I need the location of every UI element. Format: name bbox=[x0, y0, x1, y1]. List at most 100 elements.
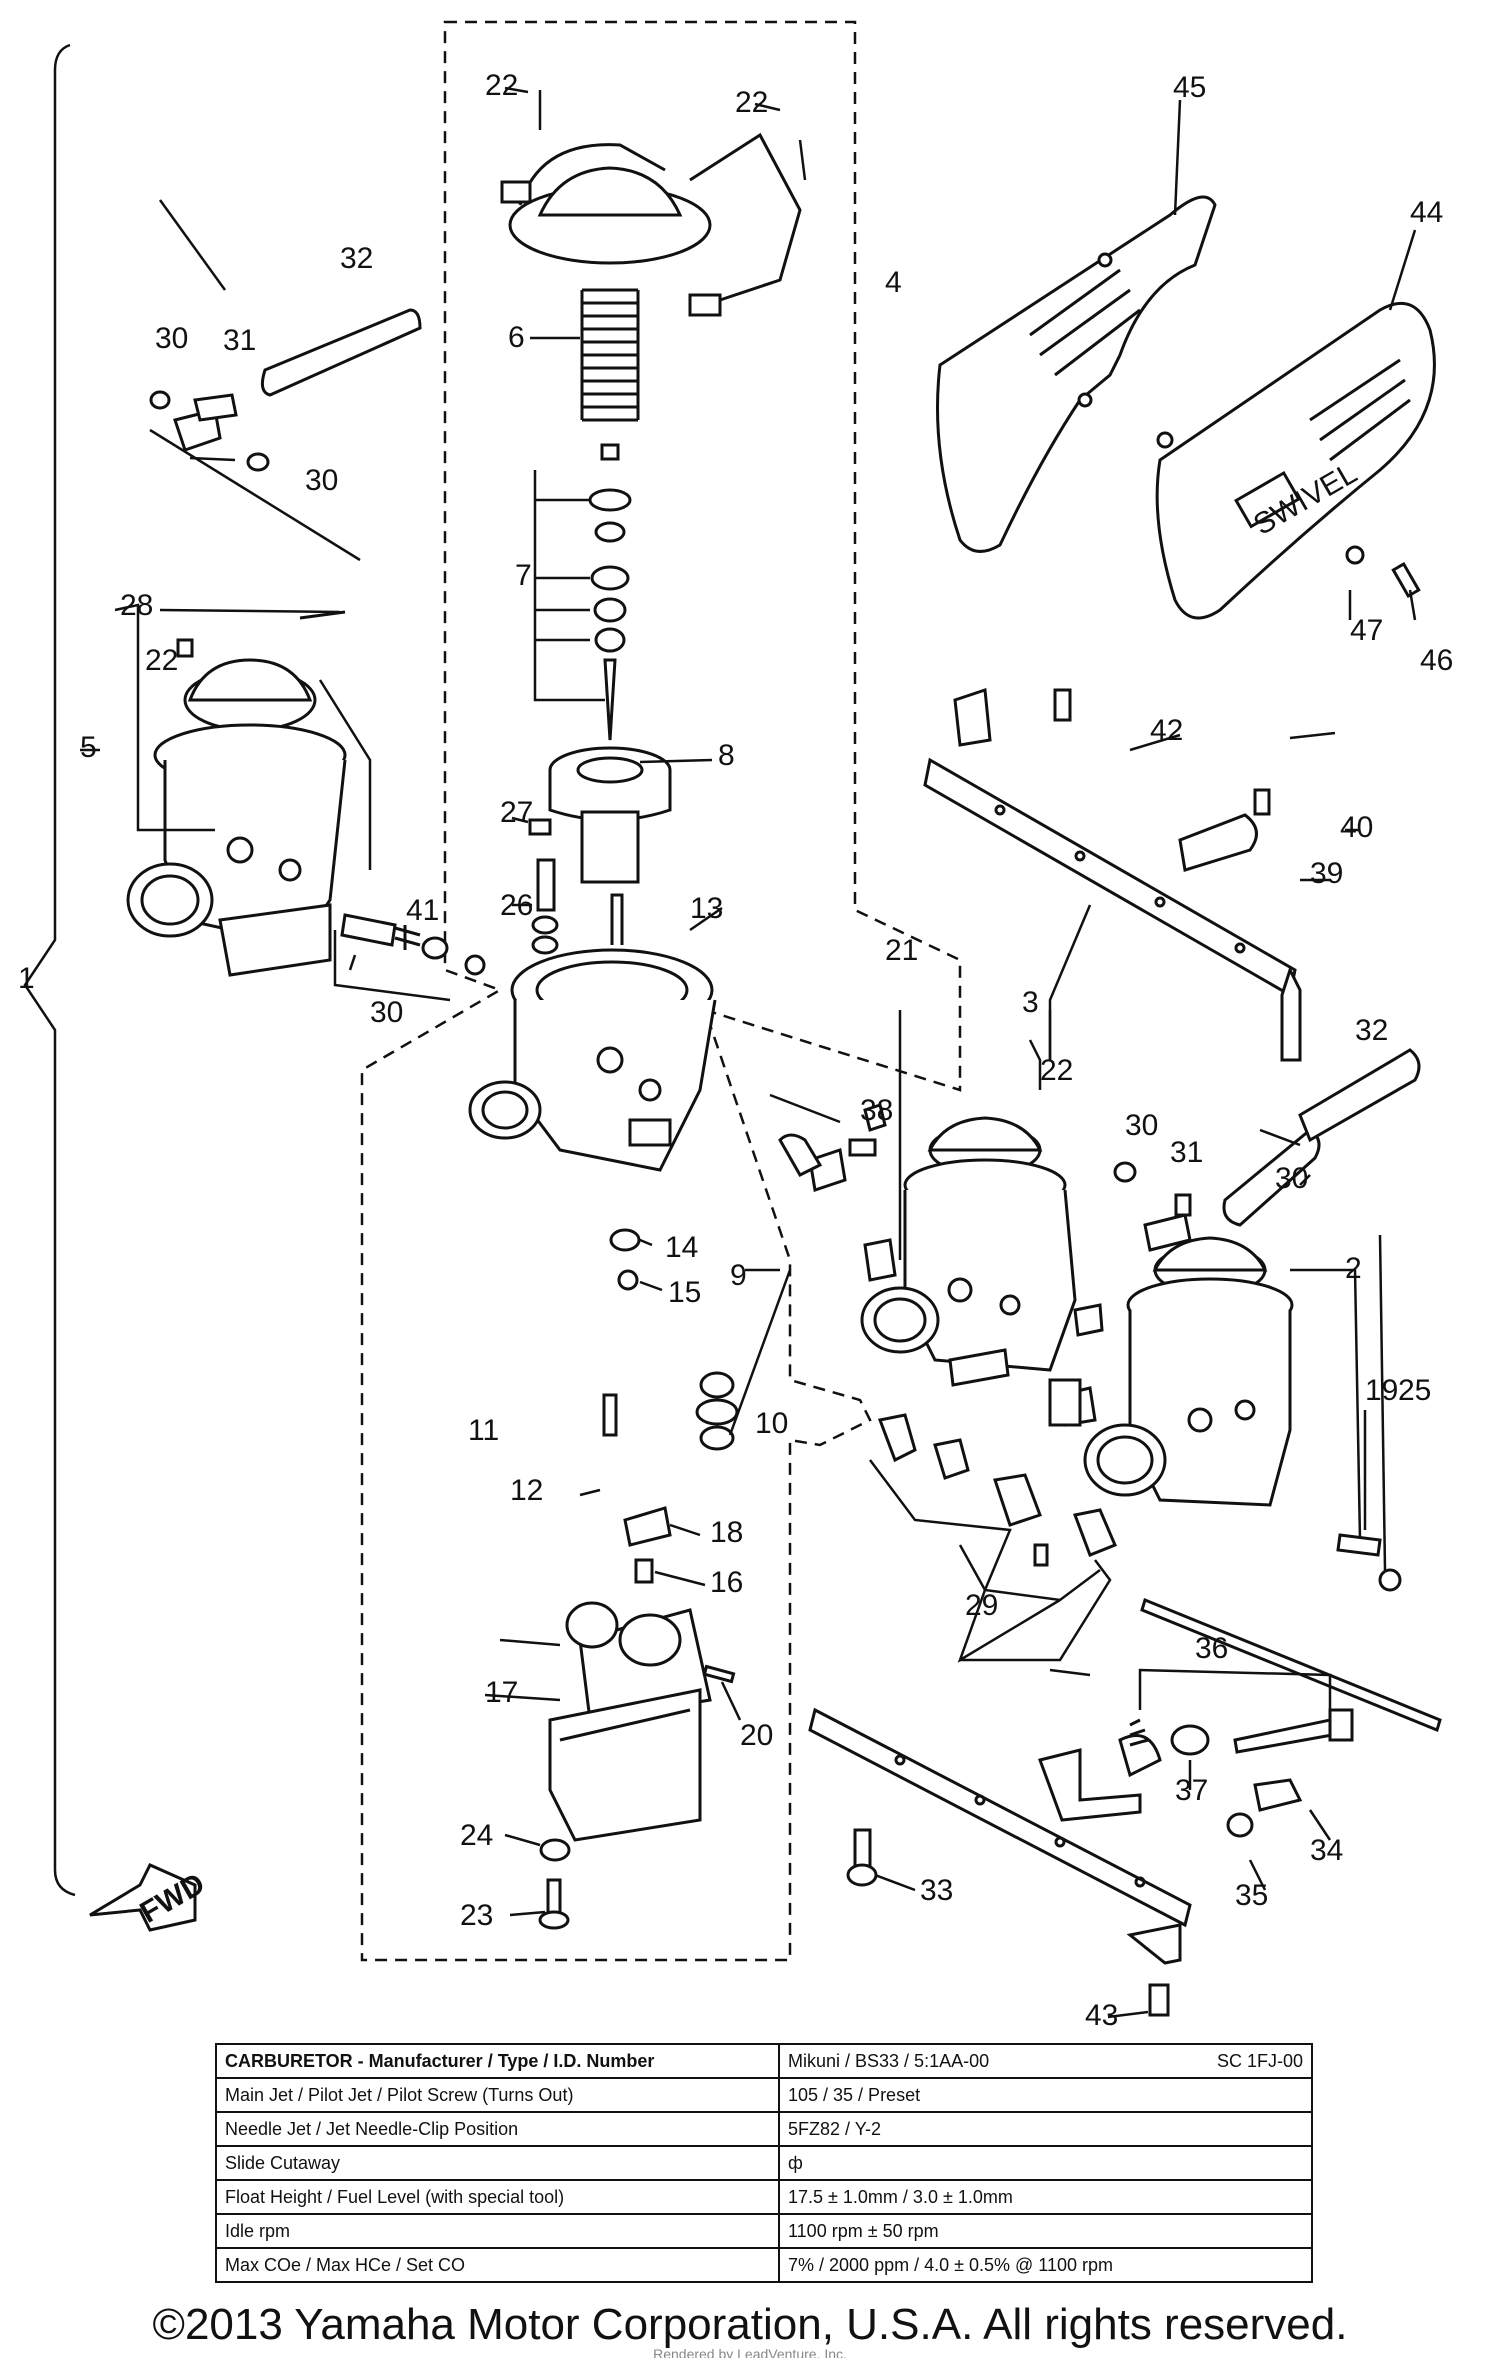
spec-header-label: CARBURETOR - Manufacturer / Type / I.D. … bbox=[215, 2043, 780, 2079]
callout-32: 32 bbox=[340, 242, 373, 275]
callout-18: 18 bbox=[710, 1516, 743, 1549]
right-carb-3 bbox=[860, 1010, 1104, 1387]
callout-38: 38 bbox=[860, 1094, 893, 1127]
shaft-and-bolts bbox=[1140, 1533, 1442, 1733]
link-plate-upper bbox=[923, 687, 1302, 1062]
callout-25: 25 bbox=[1398, 1374, 1431, 1407]
spec-header-value-cell: Mikuni / BS33 / 5:1AA-00 SC 1FJ-00 bbox=[778, 2043, 1313, 2079]
callout-30: 30 bbox=[305, 464, 338, 497]
callout-45: 45 bbox=[1173, 71, 1206, 104]
callout-47: 47 bbox=[1350, 614, 1383, 647]
callout-14: 14 bbox=[665, 1231, 698, 1264]
callout-27: 27 bbox=[500, 796, 533, 829]
callout-30: 30 bbox=[370, 996, 403, 1029]
fuel-joint-41 bbox=[333, 913, 486, 1002]
spec-value: ф bbox=[778, 2145, 1313, 2181]
callout-29: 29 bbox=[965, 1589, 998, 1622]
callout-39: 39 bbox=[1310, 857, 1343, 890]
callout-1: 1 bbox=[18, 962, 35, 995]
callout-30: 30 bbox=[155, 322, 188, 355]
callout-40: 40 bbox=[1340, 811, 1373, 844]
throttle-cover-45 bbox=[936, 195, 1217, 553]
callout-22: 22 bbox=[485, 69, 518, 102]
callout-19: 19 bbox=[1365, 1374, 1398, 1407]
callout-22: 22 bbox=[735, 86, 768, 119]
exploded-view-outline bbox=[360, 20, 962, 1962]
callout-31: 31 bbox=[223, 324, 256, 357]
throttle-cover-44: SWIVEL bbox=[1155, 301, 1436, 620]
callout-16: 16 bbox=[710, 1566, 743, 1599]
link-plate-lower bbox=[808, 1668, 1354, 2017]
fwd-arrow-icon: FWD bbox=[89, 1863, 210, 1932]
callout-35: 35 bbox=[1235, 1879, 1268, 1912]
callout-28: 28 bbox=[120, 589, 153, 622]
callout-10: 10 bbox=[755, 1407, 788, 1440]
callout-31: 31 bbox=[1170, 1136, 1203, 1169]
spec-value: 105 / 35 / Preset bbox=[778, 2077, 1313, 2113]
watermark-text: Rendered by LeadVenture, Inc. bbox=[653, 2346, 847, 2358]
carb-spring-group bbox=[580, 288, 640, 422]
spec-value: 5FZ82 / Y-2 bbox=[778, 2111, 1313, 2147]
callout-15: 15 bbox=[668, 1276, 701, 1309]
callout-8: 8 bbox=[718, 739, 735, 772]
callout-4: 4 bbox=[885, 266, 902, 299]
callout-3: 3 bbox=[1022, 986, 1039, 1019]
spec-value: 17.5 ± 1.0mm / 3.0 ± 1.0mm bbox=[778, 2179, 1313, 2215]
callout-37: 37 bbox=[1175, 1774, 1208, 1807]
assembly-bracket-1 bbox=[23, 43, 76, 1897]
callout-9: 9 bbox=[730, 1259, 747, 1292]
callout-41: 41 bbox=[406, 894, 439, 927]
callout-23: 23 bbox=[460, 1899, 493, 1932]
spec-parameter: Needle Jet / Jet Needle-Clip Position bbox=[215, 2111, 780, 2147]
callout-5: 5 bbox=[80, 731, 97, 764]
callout-24: 24 bbox=[460, 1819, 493, 1852]
spec-header-row: CARBURETOR - Manufacturer / Type / I.D. … bbox=[215, 2043, 1313, 2079]
spec-parameter: Float Height / Fuel Level (with special … bbox=[215, 2179, 780, 2215]
carburetor-spec-table: CARBURETOR - Manufacturer / Type / I.D. … bbox=[215, 2043, 1313, 2283]
callout-2: 2 bbox=[1345, 1252, 1362, 1285]
callout-17: 17 bbox=[485, 1676, 518, 1709]
callout-33: 33 bbox=[920, 1874, 953, 1907]
callout-32: 32 bbox=[1355, 1014, 1388, 1047]
callout-11: 11 bbox=[468, 1414, 499, 1447]
callout-7: 7 bbox=[515, 559, 532, 592]
center-bowl-group bbox=[538, 1228, 739, 1930]
callout-30: 30 bbox=[1275, 1162, 1308, 1195]
spec-parameter: Idle rpm bbox=[215, 2213, 780, 2249]
callout-numbers: 1234567891011121314151617181920212222222… bbox=[18, 69, 1453, 2032]
spec-parameter: Slide Cutaway bbox=[215, 2145, 780, 2181]
callout-13: 13 bbox=[690, 892, 723, 925]
needle-clip-group bbox=[533, 443, 632, 741]
callout-36: 36 bbox=[1195, 1632, 1228, 1665]
callout-34: 34 bbox=[1310, 1834, 1343, 1867]
callout-20: 20 bbox=[740, 1719, 773, 1752]
spec-row: Main Jet / Pilot Jet / Pilot Screw (Turn… bbox=[215, 2077, 1313, 2113]
callout-46: 46 bbox=[1420, 644, 1453, 677]
callout-26: 26 bbox=[500, 889, 533, 922]
callout-43: 43 bbox=[1085, 1999, 1118, 2032]
callout-44: 44 bbox=[1410, 196, 1443, 229]
carb-top-cap-group bbox=[500, 90, 807, 317]
exploded-carburetor-diagram: SWIVEL bbox=[18, 20, 1453, 2032]
leader-lines bbox=[80, 86, 1417, 2019]
piston-slide bbox=[548, 746, 672, 884]
needle-jet-group bbox=[528, 818, 624, 955]
spec-value: 7% / 2000 ppm / 4.0 ± 0.5% @ 1100 rpm bbox=[778, 2247, 1313, 2283]
callout-42: 42 bbox=[1150, 714, 1183, 747]
left-carb-5 bbox=[126, 610, 372, 977]
spec-row: Float Height / Fuel Level (with special … bbox=[215, 2179, 1313, 2215]
left-fuel-fitting-group bbox=[149, 308, 422, 562]
callout-21: 21 bbox=[885, 934, 918, 967]
center-carb-body bbox=[468, 948, 717, 1172]
right-carb-2 bbox=[1048, 1236, 1362, 1541]
callout-12: 12 bbox=[510, 1474, 543, 1507]
spec-header-code: SC 1FJ-00 bbox=[1216, 2050, 1303, 2071]
spec-table-body: CARBURETOR - Manufacturer / Type / I.D. … bbox=[215, 2043, 1313, 2283]
spec-header-value: Mikuni / BS33 / 5:1AA-00 bbox=[788, 2050, 990, 2071]
copyright-notice: ©2013 Yamaha Motor Corporation, U.S.A. A… bbox=[152, 2300, 1348, 2349]
